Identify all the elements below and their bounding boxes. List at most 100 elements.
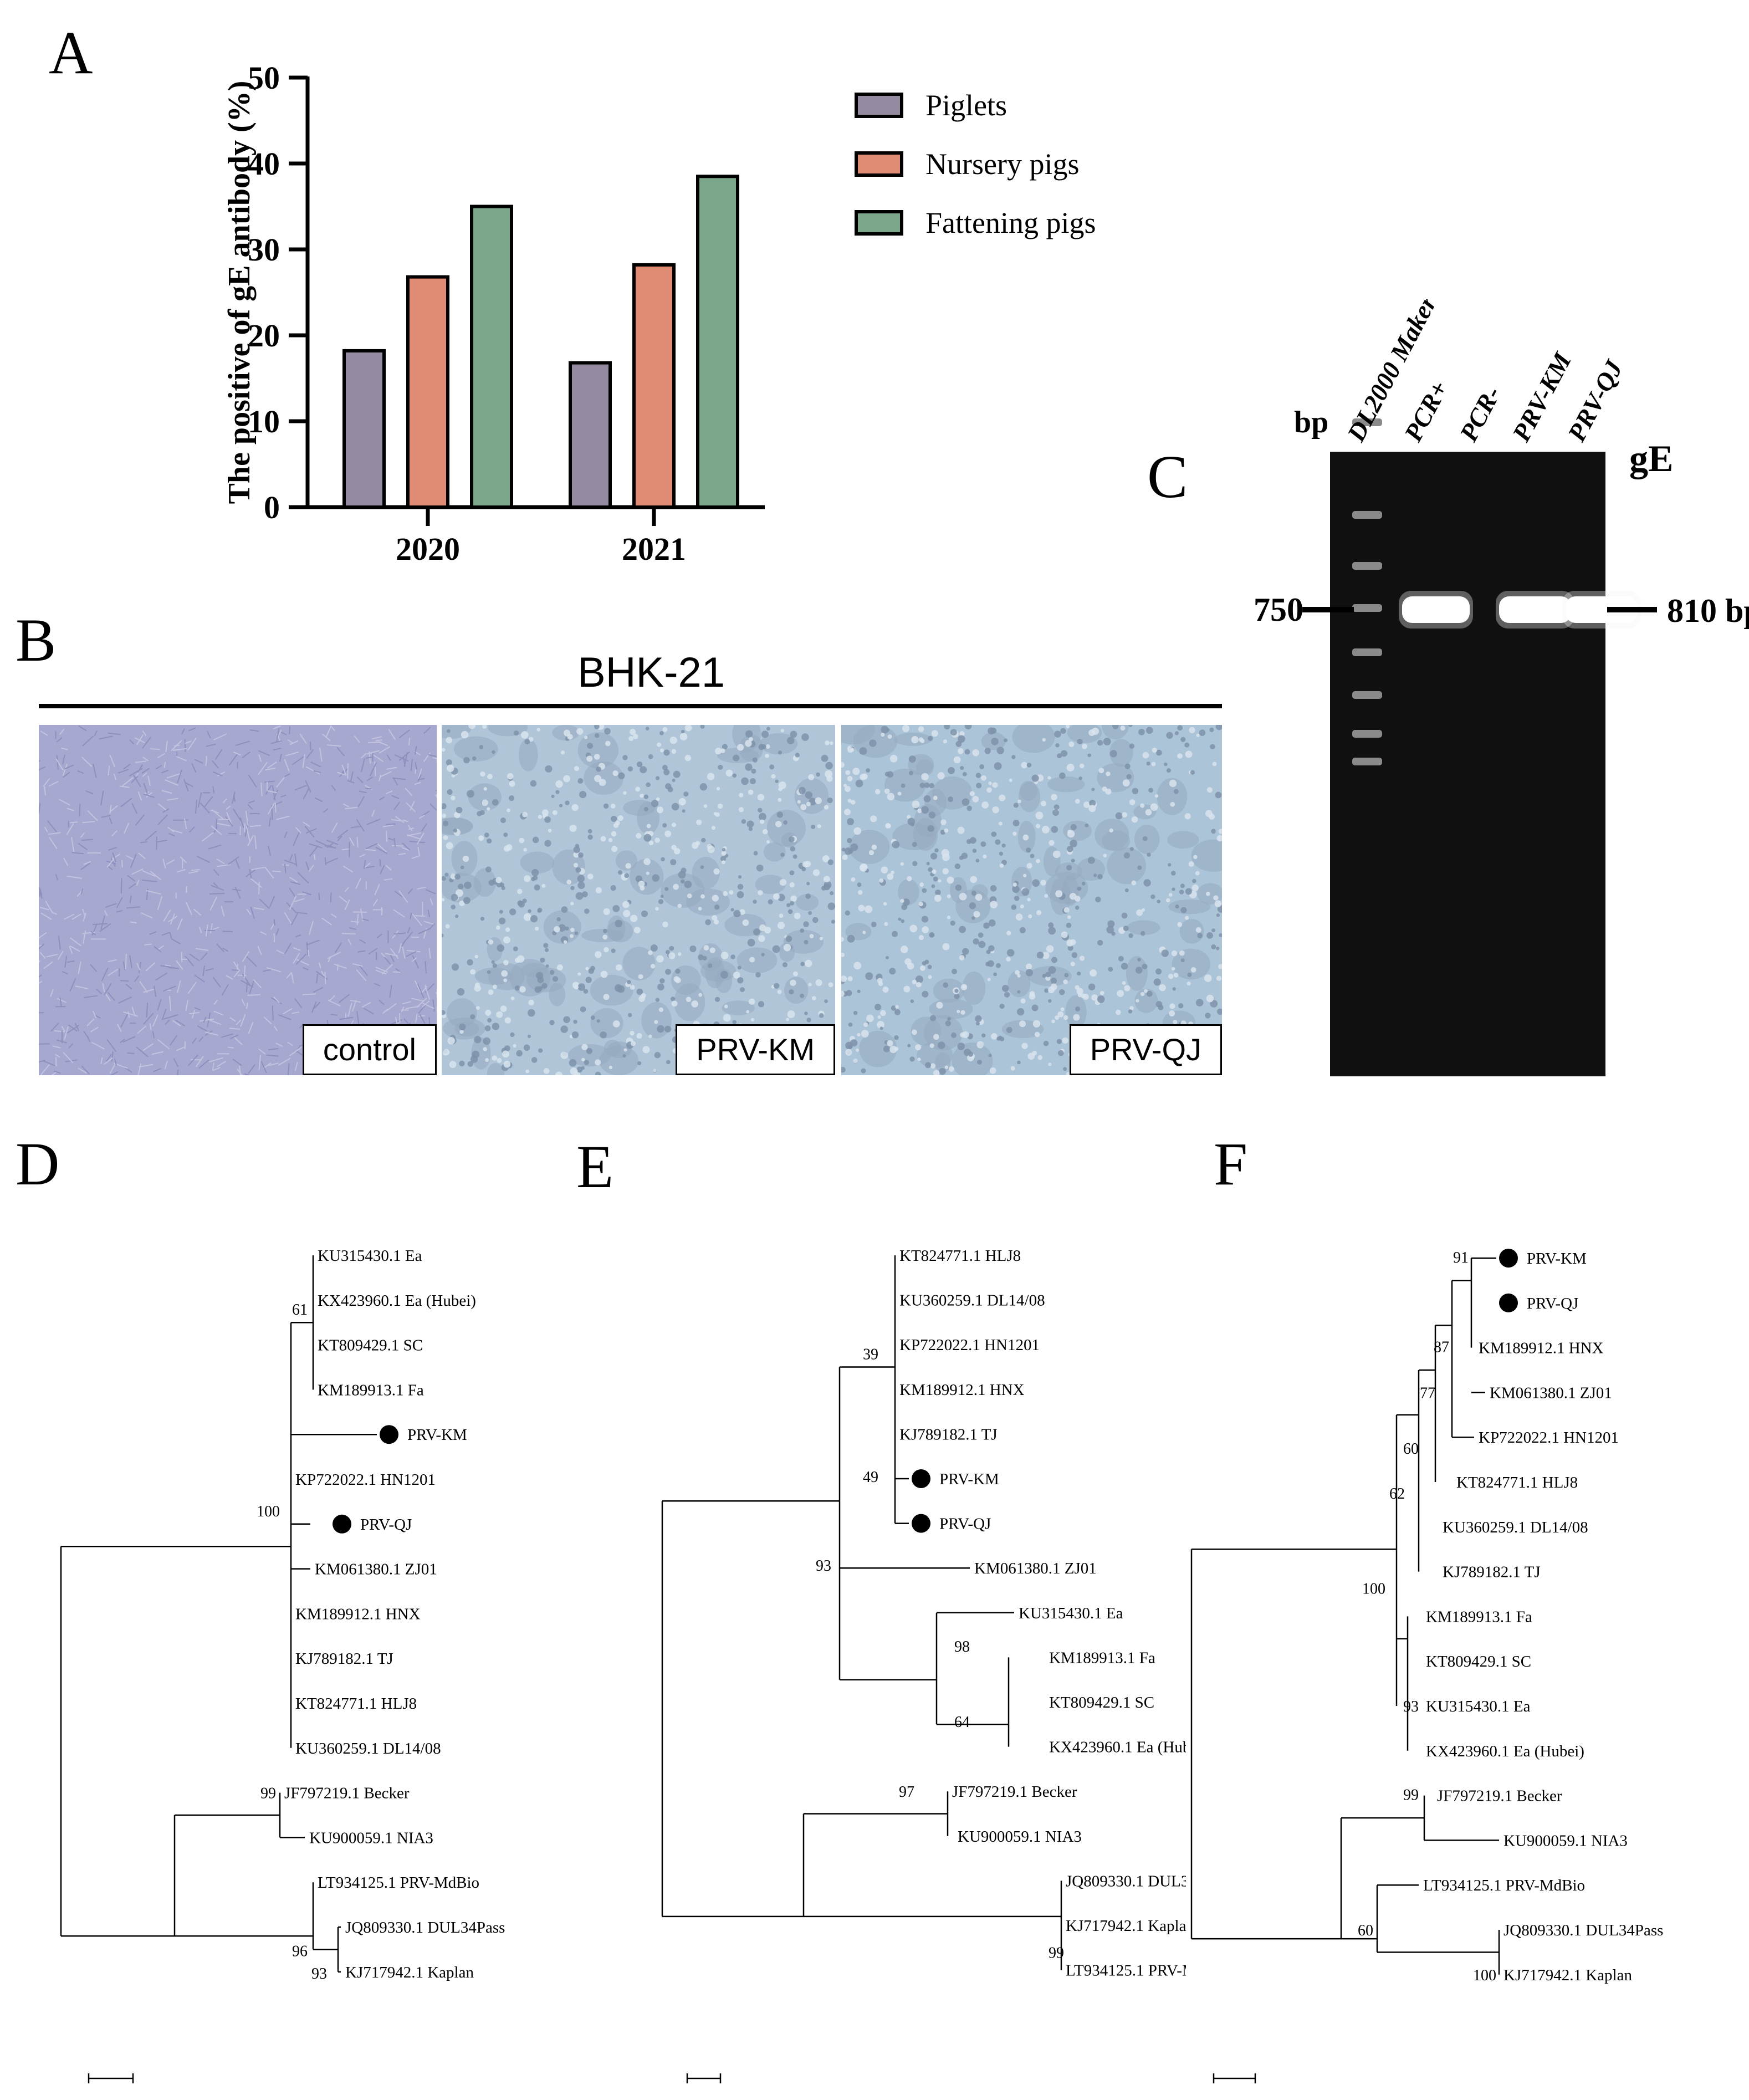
cell-dot (1136, 999, 1139, 1003)
leaf-label: KX423960.1 Ea (Hubei) (1426, 1743, 1584, 1760)
cell-dot (570, 902, 574, 906)
cell-dot (497, 944, 505, 952)
cell-texture (429, 803, 437, 811)
cell-dot (718, 764, 723, 770)
cell-dot (1060, 728, 1066, 734)
cell-dot (632, 734, 638, 739)
cell-dot (586, 755, 593, 762)
cell-dot (673, 847, 681, 855)
cell-dot (545, 964, 549, 968)
cell-texture (403, 756, 406, 767)
cell-dot (953, 756, 961, 764)
cell-texture (183, 779, 189, 791)
cell-texture (120, 1014, 129, 1028)
cell-dot (446, 759, 452, 766)
highlight-dot (333, 1514, 351, 1534)
bootstrap-value: 97 (899, 1784, 914, 1801)
cell-dot (841, 937, 844, 942)
cell-texture (246, 826, 250, 841)
cell-cluster (1107, 847, 1146, 885)
cell-texture (246, 908, 252, 916)
cell-dot (789, 836, 795, 842)
cell-dot (595, 951, 602, 958)
cell-texture (410, 759, 413, 771)
cell-dot (1204, 974, 1212, 982)
cell-texture (137, 764, 143, 773)
cell-dot (628, 736, 634, 741)
cell-texture (111, 854, 120, 860)
cell-dot (1063, 1067, 1067, 1071)
cell-texture (87, 810, 98, 821)
cell-dot (587, 873, 594, 880)
cell-texture (334, 963, 347, 969)
cell-dot (787, 909, 793, 914)
cell-cluster (916, 759, 934, 776)
cell-dot (790, 730, 797, 738)
cell-texture (94, 730, 98, 737)
cell-dot (698, 993, 702, 997)
leaf-label: PRV-KM (939, 1470, 999, 1488)
cell-dot (1210, 744, 1215, 749)
cell-texture (55, 873, 58, 881)
cell-dot (756, 864, 764, 872)
cell-texture (414, 746, 417, 755)
cell-dot (1180, 907, 1187, 913)
cell-texture (339, 895, 347, 903)
cell-dot (721, 851, 727, 856)
cell-dot (1087, 753, 1091, 757)
cell-texture (50, 989, 54, 997)
cell-texture (374, 983, 381, 987)
cell-texture (289, 1046, 303, 1056)
cell-dot (866, 768, 871, 773)
cell-dot (808, 911, 812, 915)
cell-dot (984, 748, 991, 754)
cell-dot (643, 858, 651, 865)
cell-dot (611, 831, 617, 837)
cell-dot (1011, 755, 1016, 759)
cell-dot (779, 878, 787, 886)
cell-dot (459, 900, 465, 906)
cell-texture (108, 732, 121, 735)
cell-dot (569, 824, 577, 832)
cell-texture (101, 967, 109, 982)
cell-dot (1074, 896, 1081, 902)
cell-texture (162, 859, 166, 869)
cell-dot (1012, 820, 1020, 827)
cell-texture (101, 815, 111, 818)
cell-dot (1006, 949, 1015, 957)
cell-texture (268, 1062, 279, 1066)
cell-texture (81, 839, 93, 841)
cell-dot (976, 1059, 983, 1065)
cell-texture (411, 998, 424, 1002)
cell-cluster (1047, 776, 1085, 793)
cell-texture (141, 768, 150, 774)
cell-texture (368, 948, 378, 955)
lane-label: PCR+ (1398, 376, 1454, 447)
cell-texture (168, 967, 179, 969)
cell-dot (894, 1046, 899, 1051)
leaf-label: KT809429.1 SC (318, 1337, 423, 1355)
cell-texture (147, 775, 151, 786)
cell-dot (665, 949, 670, 954)
cell-dot (513, 1044, 516, 1048)
cell-dot (569, 1059, 577, 1067)
cell-texture (70, 946, 80, 952)
cell-dot (604, 947, 609, 953)
cell-dot (945, 1020, 951, 1026)
cell-texture (294, 998, 303, 1009)
cell-dot (482, 725, 487, 729)
cell-dot (518, 901, 525, 908)
cell-dot (1036, 910, 1042, 916)
cell-texture (209, 923, 213, 933)
cell-texture (290, 913, 298, 926)
cell-dot (827, 859, 834, 866)
cell-texture (106, 1054, 112, 1062)
cell-texture (418, 814, 425, 819)
cell-texture (250, 878, 262, 888)
cell-texture (392, 777, 406, 780)
cell-texture (108, 765, 110, 776)
cell-texture (295, 827, 301, 834)
cell-texture (393, 932, 406, 935)
cell-cluster (622, 947, 656, 980)
cell-dot (650, 963, 656, 969)
